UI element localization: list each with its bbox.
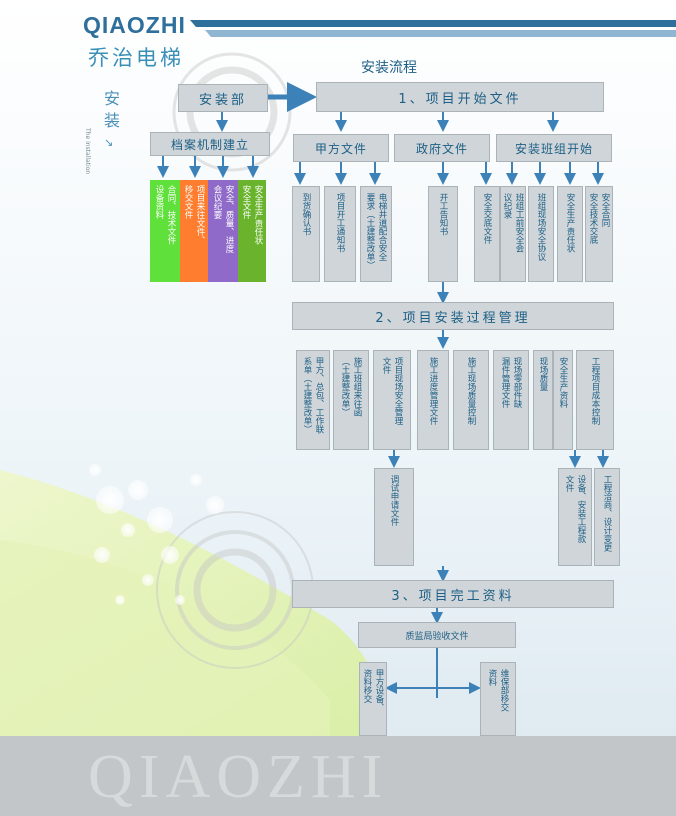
doc-line: 安全交底文件 [482, 193, 492, 244]
archive-item-line: 项目来往文件、 [195, 185, 205, 245]
doc-line: 文件 [564, 475, 574, 492]
process-doc: 施工进度管理文件 [417, 350, 449, 450]
doc-line: 到货确认书 [301, 193, 311, 236]
doc-line: 资料移交 [362, 669, 372, 703]
stage-3-bar: 3、项目完工资料 [292, 580, 614, 608]
doc-line: 甲方、总包、工作联 [314, 357, 324, 434]
gov-doc: 开工告知书 [428, 186, 458, 282]
side-subtitle: The installation [84, 128, 91, 175]
party-a-box: 甲方文件 [293, 134, 389, 162]
archive-box: 档案机制建立 [150, 132, 270, 156]
doc-line: 施工班组来往函 [352, 357, 362, 417]
debug-doc: 调试申请文件 [374, 468, 414, 566]
team-doc: 班组工前安全会 议纪录 [500, 186, 526, 282]
watermark-text: QIAOZHI [88, 743, 389, 811]
doc-line: 维保部移交 [499, 669, 509, 712]
doc-line: 安全合同 [600, 193, 610, 227]
process-doc: 施工现场质量控制 [453, 350, 489, 450]
process-doc: 安全生产资料 [553, 350, 573, 450]
doc-line: 施工进度管理文件 [428, 357, 438, 425]
handover-maintenance-doc: 维保部移交 资料 [480, 662, 516, 736]
diagram-title: 安装流程 [361, 60, 417, 76]
doc-line: 项目现场安全管理 [393, 357, 403, 425]
logo-text: QIAOZHI [83, 12, 186, 38]
archive-item-line: 设备资料 [154, 185, 164, 219]
process-doc: 工程项目成本控制 [576, 350, 614, 450]
decor-bubbles [89, 464, 224, 605]
brand-name: 乔治电梯 [88, 46, 184, 70]
government-box: 政府文件 [394, 134, 490, 162]
doc-line: 议纪录 [502, 193, 512, 219]
doc-line: 安全技术交底 [588, 193, 598, 244]
archive-item-box: 安全生产责任状 安全文件 [238, 180, 266, 282]
archive-item-line: 安全文件 [241, 185, 251, 219]
party-a-doc: 电梯井道配合安全 要求（土建整改单） [360, 186, 392, 282]
archive-item-line: 安全生产责任状 [253, 185, 263, 245]
process-doc: 甲方、总包、工作联 系单（土建整改单） [296, 350, 330, 450]
doc-line: 电梯井道配合安全 [377, 193, 387, 261]
install-dept-box: 安装部 [178, 84, 268, 112]
team-doc: 班组现场安全协议 [528, 186, 554, 282]
doc-line: 文件 [381, 357, 391, 374]
doc-line: 调试申请文件 [389, 475, 399, 526]
side-title: 安装 [101, 90, 120, 134]
process-doc: 项目现场安全管理 文件 [373, 350, 411, 450]
doc-line: （土建整改单） [340, 357, 350, 417]
party-a-doc: 到货确认书 [292, 186, 320, 282]
handover-party-a-doc: 甲方设备、 资料移交 [359, 662, 387, 736]
team-doc: 安全合同 安全技术交底 [585, 186, 613, 282]
team-doc: 安全交底文件 [474, 186, 500, 282]
team-doc: 安全生产责任状 [557, 186, 583, 282]
process-doc: 现场零部件缺 漏件管理文件 [493, 350, 529, 450]
archive-item-line: 合同、技术文件 [166, 185, 176, 245]
design-change-doc: 工程洽商、设计变更 [594, 468, 620, 566]
doc-line: 安全生产资料 [558, 357, 568, 408]
doc-line: 漏件管理文件 [500, 357, 510, 408]
doc-line: 现场质量 [538, 357, 548, 391]
archive-item-box: 项目来往文件、 移交文件 [180, 180, 208, 282]
archive-item-box: 安全、质量、进度 会议纪要 [208, 180, 238, 282]
doc-line: 施工现场质量控制 [466, 357, 476, 425]
process-doc: 施工班组来往函 （土建整改单） [333, 350, 369, 450]
archive-item-line: 安全、质量、进度 [224, 185, 234, 253]
doc-line: 班组工前安全会 [514, 193, 524, 253]
qc-acceptance-box: 质监局验收文件 [358, 622, 516, 648]
doc-line: 设备、安装工程款 [576, 475, 586, 543]
doc-line: 工程项目成本控制 [590, 357, 600, 425]
team-start-box: 安装班组开始 [496, 134, 612, 162]
doc-line: 工程洽商、设计变更 [602, 475, 612, 552]
party-a-doc: 项目开工通知书 [324, 186, 356, 282]
doc-line: 班组现场安全协议 [536, 193, 546, 261]
doc-line: 甲方设备、 [374, 669, 384, 712]
doc-line: 要求（土建整改单） [365, 193, 375, 270]
doc-line: 项目开工通知书 [335, 193, 345, 253]
doc-line: 资料 [487, 669, 497, 686]
archive-item-line: 会议纪要 [212, 185, 222, 219]
archive-item-line: 移交文件 [183, 185, 193, 219]
doc-line: 开工告知书 [438, 193, 448, 236]
equip-payment-doc: 设备、安装工程款 文件 [558, 468, 592, 566]
stage-2-bar: 2、项目安装过程管理 [292, 302, 614, 330]
doc-line: 安全生产责任状 [565, 193, 575, 253]
stage-1-bar: 1、项目开始文件 [316, 82, 604, 112]
side-arrow-icon: ↘ [104, 136, 114, 149]
archive-item-box: 合同、技术文件 设备资料 [150, 180, 180, 282]
doc-line: 系单（土建整改单） [302, 357, 312, 434]
doc-line: 现场零部件缺 [512, 357, 522, 408]
process-doc: 现场质量 [533, 350, 553, 450]
